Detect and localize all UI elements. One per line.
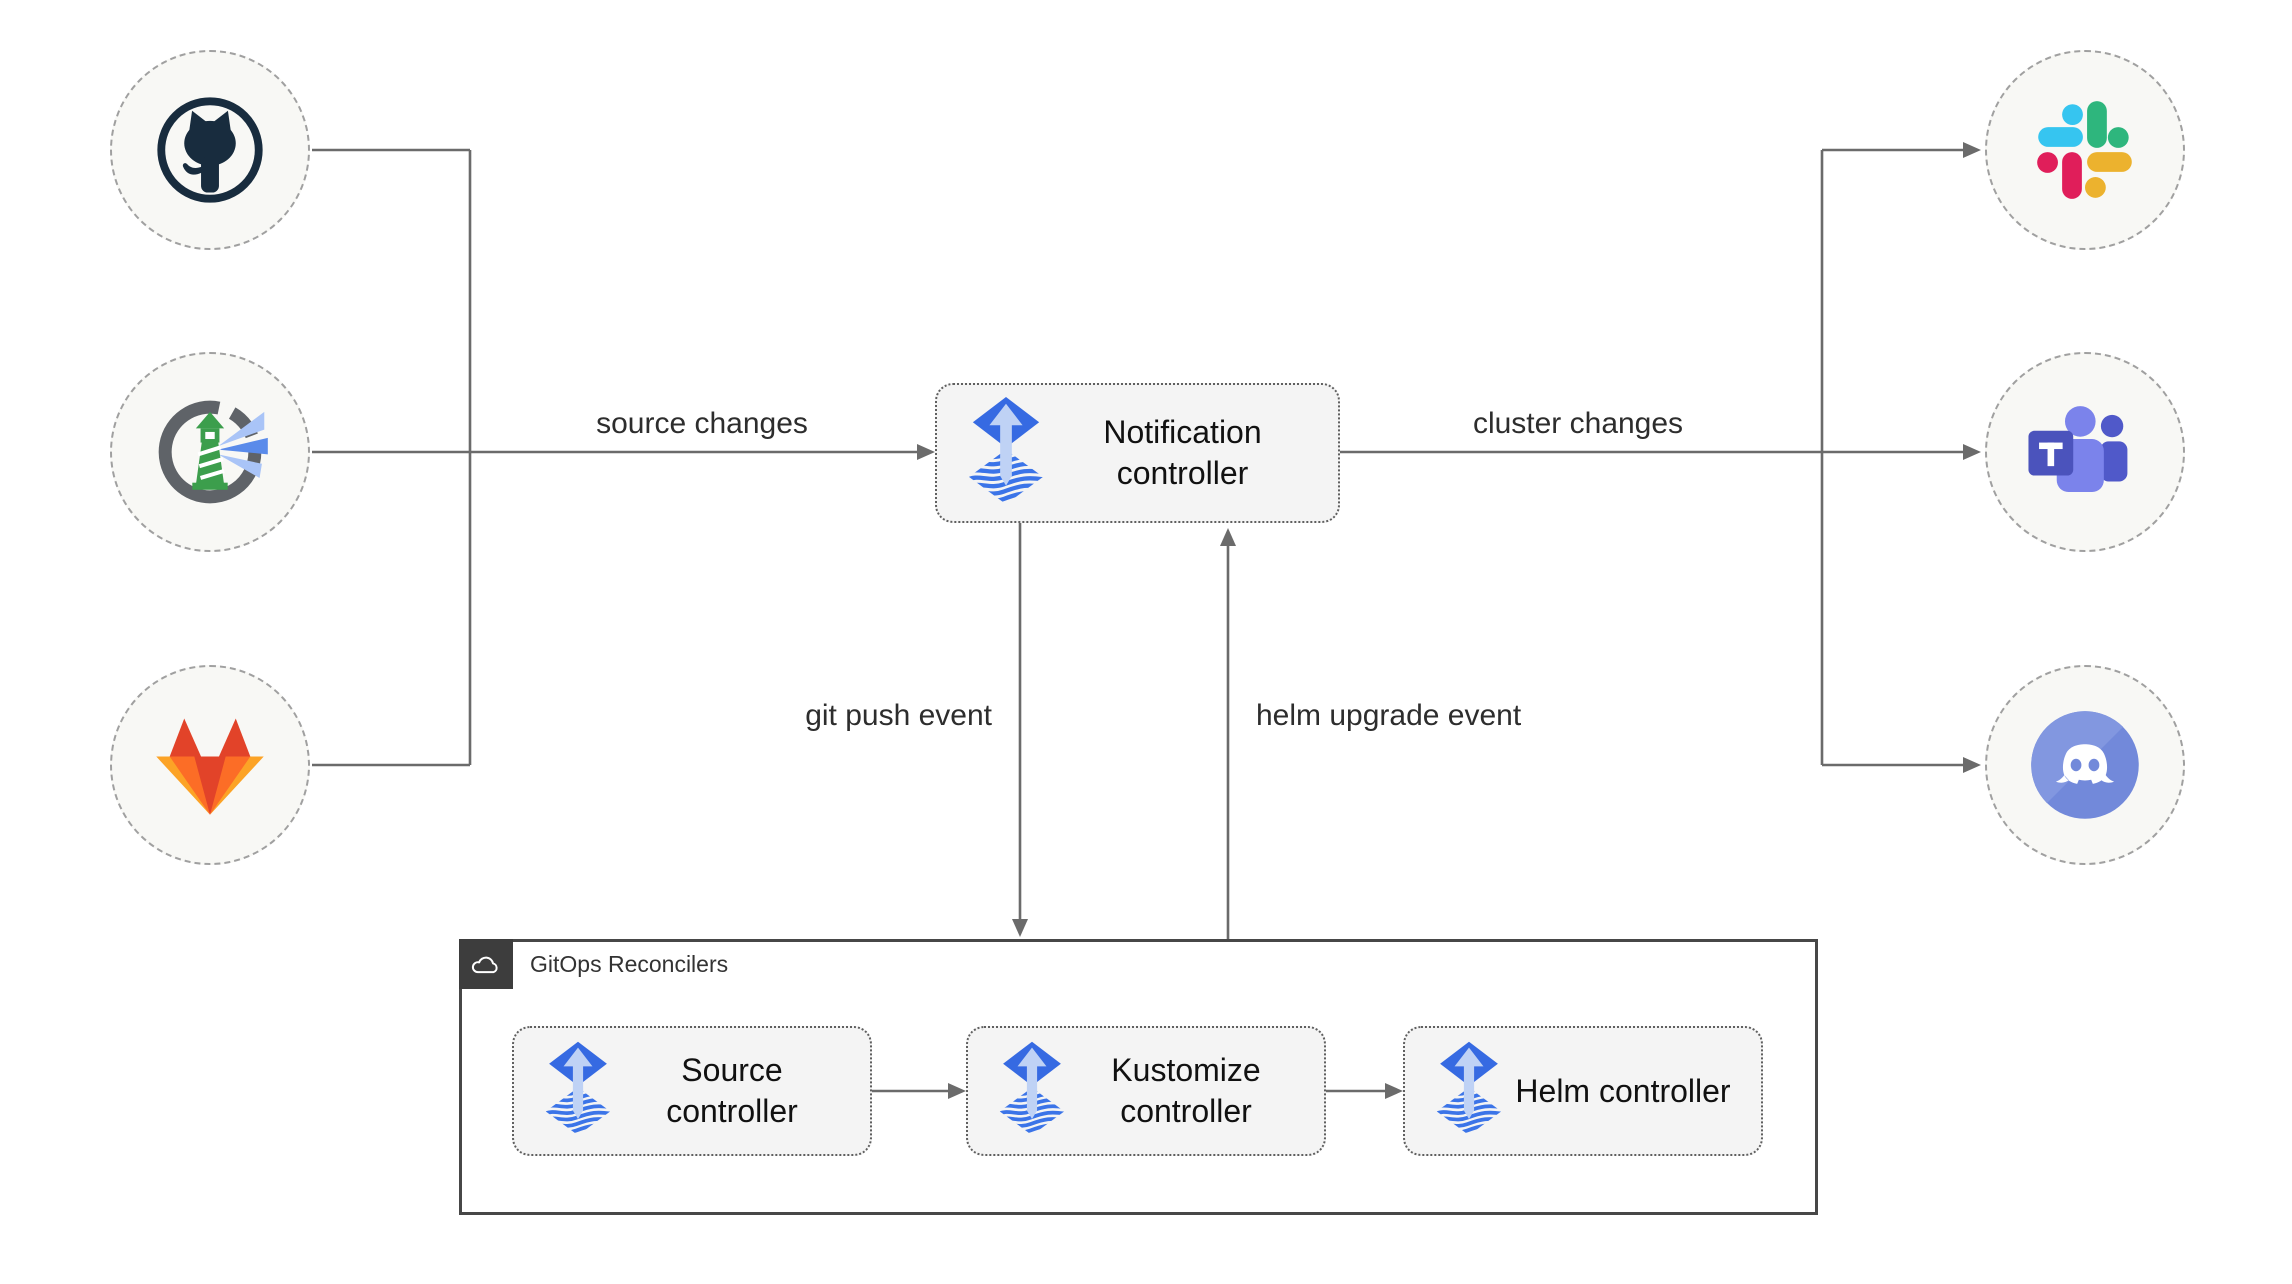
gitops-reconcilers-group: GitOps Reconcilers Source controller Kus… bbox=[459, 939, 1818, 1215]
github-icon bbox=[154, 94, 266, 206]
gitlab-icon bbox=[154, 714, 266, 817]
flux-icon bbox=[544, 1040, 612, 1142]
cloud-icon bbox=[468, 950, 504, 978]
group-corner-chip bbox=[459, 939, 513, 989]
source-node-github bbox=[110, 50, 310, 250]
source-controller-box: Source controller bbox=[512, 1026, 872, 1156]
flux-icon bbox=[998, 1040, 1066, 1142]
notification-controller-box: Notification controller bbox=[935, 383, 1340, 523]
discord-icon bbox=[2029, 709, 2141, 821]
slack-icon bbox=[2033, 98, 2137, 202]
edge-label-git-push-event: git push event bbox=[805, 699, 992, 732]
source-node-gitlab bbox=[110, 665, 310, 865]
helm-controller-box: Helm controller bbox=[1403, 1026, 1763, 1156]
kustomize-controller-label: Kustomize controller bbox=[1111, 1052, 1261, 1129]
edge-label-source-changes: source changes bbox=[596, 407, 808, 440]
edge-label-helm-upgrade-event: helm upgrade event bbox=[1256, 699, 1522, 732]
edge-label-cluster-changes: cluster changes bbox=[1472, 407, 1684, 440]
harbor-icon bbox=[151, 393, 269, 511]
channel-node-slack bbox=[1985, 50, 2185, 250]
channel-node-discord bbox=[1985, 665, 2185, 865]
source-controller-label: Source controller bbox=[666, 1052, 798, 1129]
channel-node-teams bbox=[1985, 352, 2185, 552]
gitops-reconcilers-title: GitOps Reconcilers bbox=[530, 951, 729, 977]
flux-icon bbox=[1435, 1040, 1503, 1142]
teams-icon bbox=[2026, 399, 2144, 505]
kustomize-controller-box: Kustomize controller bbox=[966, 1026, 1326, 1156]
source-node-harbor bbox=[110, 352, 310, 552]
flux-icon bbox=[967, 395, 1045, 512]
notification-controller-label: Notification controller bbox=[1103, 414, 1262, 491]
helm-controller-label: Helm controller bbox=[1515, 1072, 1731, 1109]
